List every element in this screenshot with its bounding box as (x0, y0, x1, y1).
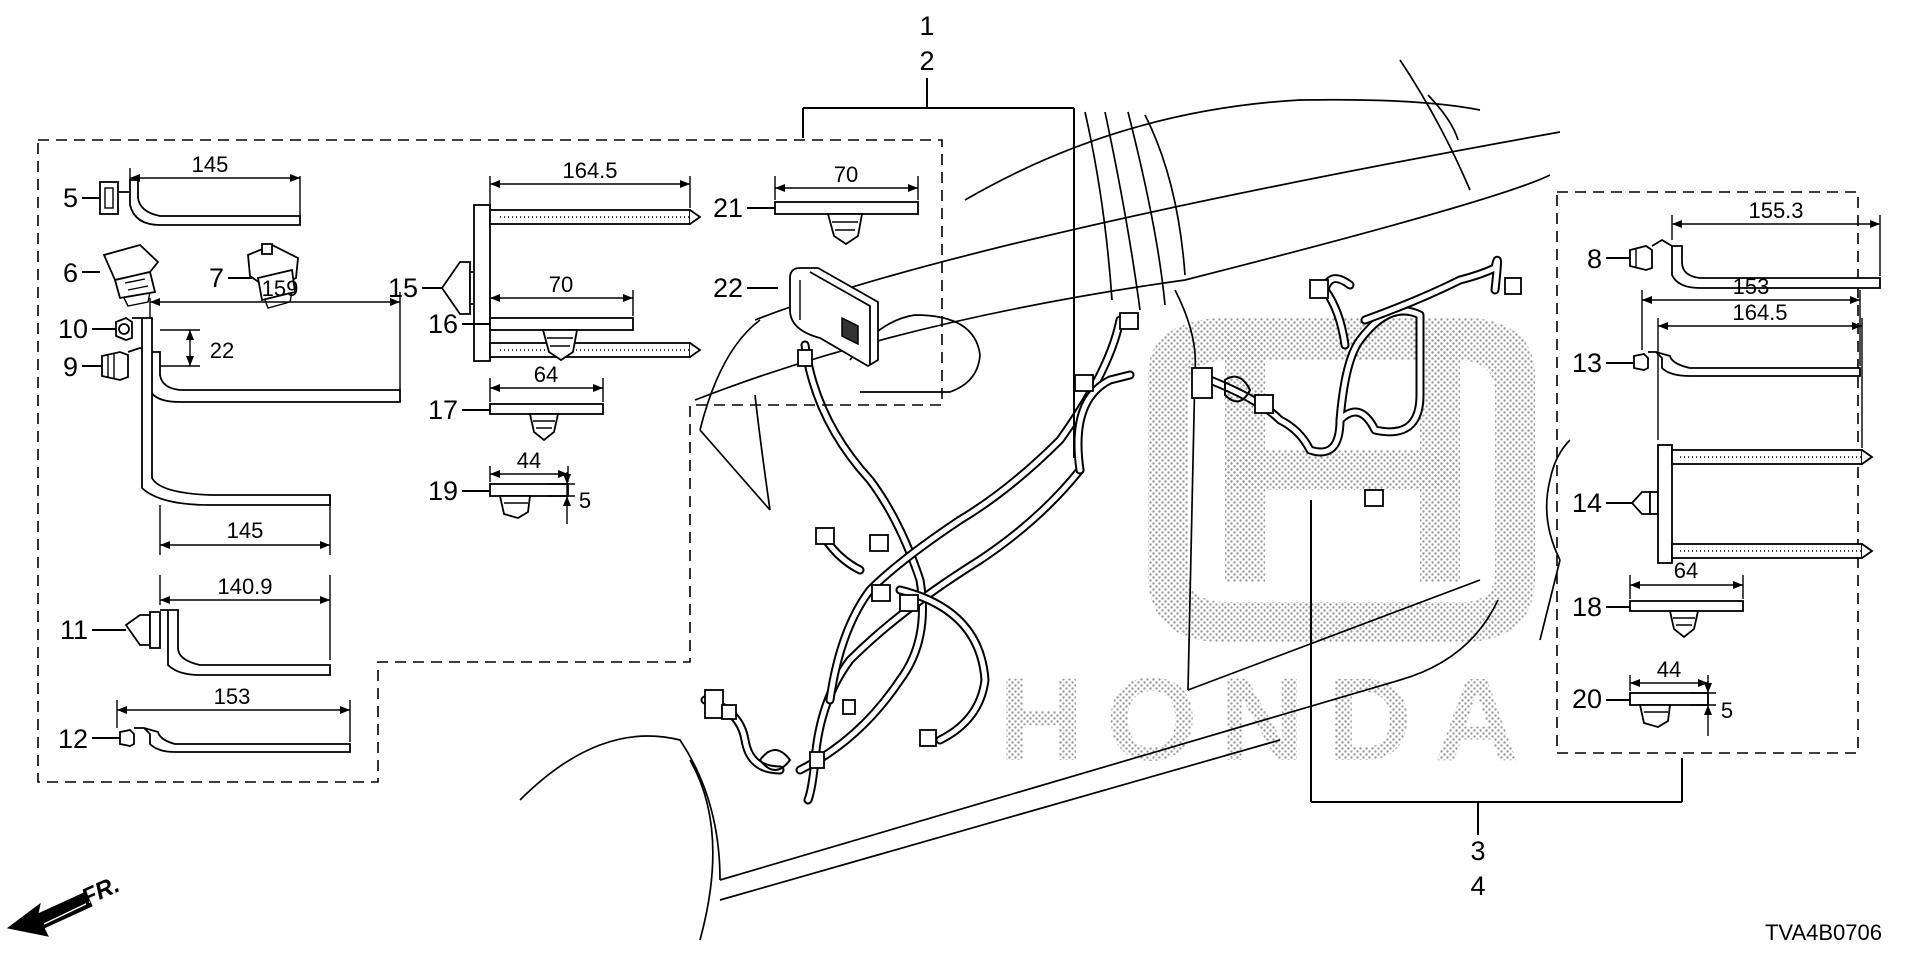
part-15-dim-length: 164.5 (1732, 300, 1787, 325)
part-19-tie: 19 44 5 (428, 448, 591, 524)
part-18-dim-length: 64 (1674, 558, 1698, 583)
part-20-tie: 20 44 5 (1572, 657, 1733, 736)
part-16-number: 16 (428, 309, 458, 339)
part-11-tie: 11 140.9 (60, 574, 331, 676)
part-20-dim-height: 5 (1721, 698, 1733, 723)
part-8-dim-length: 155.3 (1748, 198, 1803, 223)
honda-watermark-text: HONDA (999, 654, 1542, 786)
part-7-number: 7 (209, 263, 224, 293)
part-14-tie: 15 164.5 (388, 158, 702, 362)
part-7-clip: 7 (209, 243, 299, 309)
part-21-tie: 21 70 (713, 162, 919, 246)
harness-left (700, 312, 1139, 805)
part-10-dim-length: 145 (227, 518, 264, 543)
part-13-tie: 13 153 (1572, 274, 1861, 378)
part-15-number: 14 (1572, 488, 1602, 518)
part-19-dim-height: 5 (579, 488, 591, 513)
group-right-bracket: 3 4 (1310, 500, 1683, 901)
part-16-tie: 16 70 (428, 272, 634, 362)
group-left-ref-1: 1 (919, 11, 934, 41)
part-19-number: 19 (428, 476, 458, 506)
part-21-dim-length: 70 (834, 162, 858, 187)
part-9-number: 9 (63, 352, 78, 382)
left-parts-box (37, 139, 943, 783)
part-5-dim-length: 145 (192, 152, 229, 177)
diagram-code: TVA4B0706 (1765, 920, 1882, 945)
part-18-tie: 18 64 (1572, 558, 1744, 639)
part-20-dim-length: 44 (1657, 657, 1681, 682)
part-11-dim-length: 140.9 (217, 574, 272, 599)
part-17-tie: 17 64 (428, 362, 604, 442)
honda-watermark: HONDA (999, 318, 1542, 786)
part-19-dim-length: 44 (517, 448, 541, 473)
part-15-tie: 14 164.5 (1572, 300, 1874, 564)
part-6-number: 6 (63, 258, 78, 288)
part-22-number: 22 (713, 273, 743, 303)
part-9-dim-length: 159 (262, 276, 299, 301)
group-right-ref-4: 4 (1470, 871, 1485, 901)
part-10-dim-height: 22 (210, 338, 234, 363)
group-left-bracket: 1 2 (802, 11, 1075, 458)
group-right-ref-3: 3 (1470, 836, 1485, 866)
part-18-number: 18 (1572, 592, 1602, 622)
part-12-tie: 12 153 (58, 684, 351, 754)
part-16-dim-length: 70 (549, 272, 573, 297)
part-13-dim-length: 153 (1733, 274, 1770, 299)
part-21-number: 21 (713, 193, 743, 223)
part-17-dim-length: 64 (534, 362, 558, 387)
part-10-tie: 10 22 145 (58, 314, 331, 555)
part-17-number: 17 (428, 395, 458, 425)
part-13-number: 13 (1572, 348, 1602, 378)
part-12-dim-length: 153 (214, 684, 251, 709)
part-14-number: 15 (388, 273, 418, 303)
part-8-number: 8 (1587, 244, 1602, 274)
part-14-dim-length: 164.5 (562, 158, 617, 183)
part-8-tie: 8 155.3 (1587, 198, 1881, 289)
part-5-tie: 5 145 (63, 152, 301, 226)
part-6-clip: 6 (63, 243, 160, 307)
part-20-number: 20 (1572, 684, 1602, 714)
car-body-outline (519, 59, 1571, 941)
group-left-ref-2: 2 (919, 46, 934, 76)
part-10-number: 10 (58, 314, 88, 344)
harness-right (1191, 255, 1522, 507)
front-direction-arrow: FR. (6, 871, 124, 937)
right-parts-box (1556, 191, 1859, 754)
part-5-number: 5 (63, 183, 78, 213)
part-12-number: 12 (58, 724, 88, 754)
part-11-number: 11 (60, 615, 88, 645)
part-22-connector: 22 (713, 267, 879, 368)
